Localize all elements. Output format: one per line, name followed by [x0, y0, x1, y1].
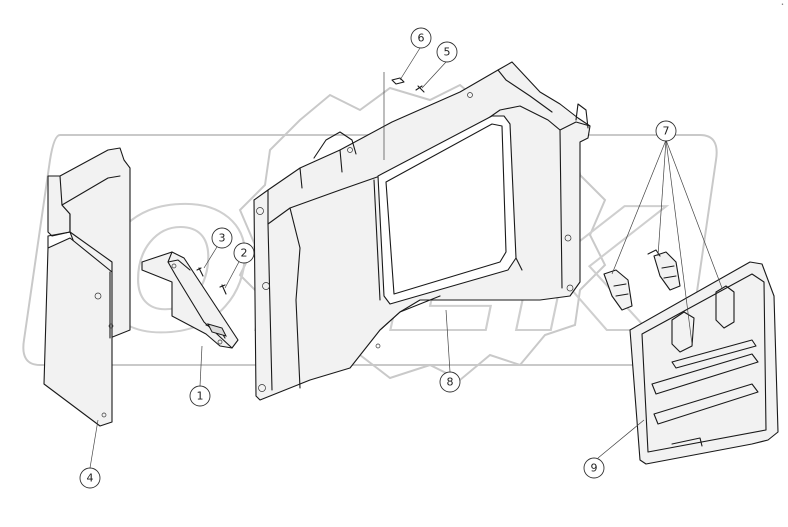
- part-1-bracket: [141, 251, 239, 349]
- leader-8: [445, 309, 451, 373]
- callout-1: 1: [189, 385, 211, 407]
- screws-2-3: [196, 267, 227, 295]
- part-8-main-trim-panel: [253, 61, 591, 401]
- part-9-grille-panel: [629, 261, 779, 465]
- corner-mark: •: [781, 2, 784, 8]
- clips-7: [603, 249, 681, 311]
- callout-5: 5: [436, 41, 458, 63]
- callout-9: 9: [583, 457, 605, 479]
- callout-8: 8: [439, 371, 461, 393]
- leader-7c: [665, 139, 723, 289]
- fasteners-5-6: [383, 72, 425, 160]
- callout-4-label: 4: [87, 472, 94, 485]
- leader-2: [224, 257, 242, 289]
- callout-5-label: 5: [444, 46, 451, 59]
- leader-9: [597, 419, 645, 459]
- leader-7d: [665, 139, 693, 345]
- callout-2: 2: [233, 242, 255, 264]
- part-4-left-trim-panel: [43, 147, 131, 427]
- leader-4: [89, 419, 99, 469]
- leader-1: [199, 345, 203, 387]
- callout-3: 3: [211, 227, 233, 249]
- leader-7b: [657, 139, 667, 257]
- callout-9-label: 9: [591, 462, 598, 475]
- leader-6: [399, 47, 421, 81]
- leader-lines: [89, 47, 723, 469]
- callout-6-label: 6: [418, 32, 425, 45]
- callout-3-label: 3: [219, 232, 226, 245]
- leader-7a: [611, 139, 667, 275]
- callout-7-label: 7: [663, 125, 670, 138]
- leader-5: [421, 61, 447, 89]
- callout-6: 6: [410, 27, 432, 49]
- callout-1-label: 1: [197, 390, 204, 403]
- callout-4: 4: [79, 467, 101, 489]
- callout-7: 7: [655, 120, 677, 142]
- callout-2-label: 2: [241, 247, 248, 260]
- callout-8-label: 8: [447, 376, 454, 389]
